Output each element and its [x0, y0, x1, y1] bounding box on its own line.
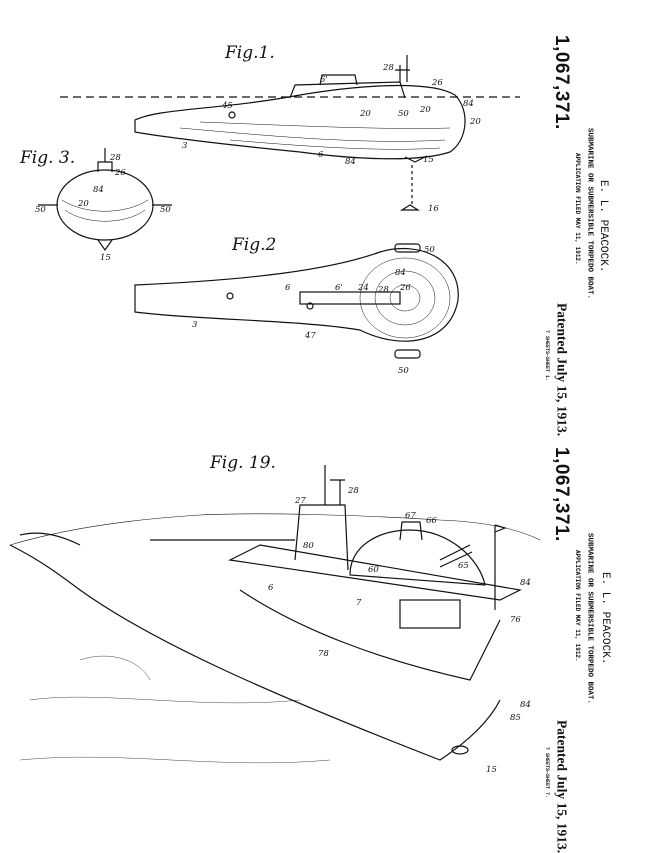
- fig1-drawing: [60, 55, 520, 211]
- ref-numeral: 6: [285, 283, 291, 293]
- ref-numeral: 6': [335, 283, 343, 293]
- ref-numeral: 28: [377, 285, 389, 295]
- ref-numeral: 65: [458, 561, 469, 571]
- fig1-label: Fig.1.: [224, 43, 275, 63]
- patent-drawings: Fig.1. Fig. 3. Fig.2 Fig. 19. 28 26 6' 4…: [9, 43, 541, 775]
- ref-numeral: 20: [469, 117, 481, 127]
- ref-numeral: 60: [368, 565, 379, 575]
- ref-numeral: 80: [303, 541, 314, 551]
- sheet-number: 7 SHEETS—SHEET 7.: [544, 747, 550, 799]
- ref-numeral: 28: [382, 63, 394, 73]
- application-date: APPLICATION FILED MAY 11, 1912.: [574, 550, 581, 662]
- fig19-drawing: [9, 465, 541, 764]
- ref-numeral: 50: [35, 205, 46, 215]
- patent-title: SUBMARINE OR SUBMERSIBLE TORPEDO BOAT.: [585, 128, 594, 300]
- ref-numeral: 6': [320, 75, 328, 85]
- ref-numeral: 6: [318, 150, 324, 160]
- ref-numeral: 28: [109, 153, 121, 163]
- fig19-label: Fig. 19.: [209, 453, 276, 473]
- ref-numeral: 84: [93, 185, 104, 195]
- ref-numeral: 16: [428, 204, 439, 214]
- fig2-label: Fig.2: [231, 235, 276, 255]
- ref-numeral: 26: [431, 78, 443, 88]
- ref-numeral: 26: [399, 283, 411, 293]
- fig3-reference-numerals: 28 26 84 20 50 50 15: [35, 153, 171, 263]
- ref-numeral: 50: [424, 245, 435, 255]
- ref-numeral: 78: [318, 649, 329, 659]
- ref-numeral: 67: [405, 511, 416, 521]
- ref-numeral: 50: [398, 366, 409, 376]
- fig1-reference-numerals: 28 26 6' 45 20 50 20 84 20 3 6 84 15 16: [182, 63, 481, 214]
- ref-numeral: 3: [192, 320, 197, 330]
- ref-numeral: 28: [347, 486, 359, 496]
- fig2-reference-numerals: 50 84 6 6' 24 28 26 3 47 50: [192, 245, 435, 376]
- ref-numeral: 50: [160, 205, 171, 215]
- application-date: APPLICATION FILED MAY 11, 1912.: [574, 153, 581, 265]
- sheet-number: 7 SHEETS—SHEET 1.: [544, 330, 550, 382]
- ref-numeral: 66: [426, 516, 437, 526]
- ref-numeral: 85: [510, 713, 521, 723]
- fig2-drawing: [134, 243, 459, 359]
- ref-numeral: 26: [114, 168, 126, 178]
- patented-date: Patented July 15, 1913.: [554, 720, 570, 853]
- ref-numeral: 3: [182, 141, 187, 151]
- ref-numeral: 15: [423, 155, 434, 165]
- ref-numeral: 76: [510, 615, 521, 625]
- ref-numeral: 47: [304, 331, 316, 341]
- ref-numeral: 84: [345, 157, 356, 167]
- inventor-name: E. L. PEACOCK.: [597, 180, 609, 273]
- ref-numeral: 20: [419, 105, 431, 115]
- ref-numeral: 84: [395, 268, 406, 278]
- ref-numeral: 15: [100, 253, 111, 263]
- ref-numeral: 84: [520, 700, 531, 710]
- ref-numeral: 15: [486, 765, 497, 775]
- ref-numeral: 84: [463, 99, 474, 109]
- ref-numeral: 20: [77, 199, 89, 209]
- patent-title: SUBMARINE OR SUBMERSIBLE TORPEDO BOAT.: [585, 533, 594, 705]
- fig19-reference-numerals: 28 27 67 66 80 60 65 6 7 76 84 78 84 85 …: [268, 486, 531, 775]
- fig3-label: Fig. 3.: [19, 148, 75, 168]
- patent-number: 1,067,371.: [551, 447, 572, 542]
- ref-numeral: 6: [268, 583, 274, 593]
- ref-numeral: 24: [357, 283, 369, 293]
- ref-numeral: 84: [520, 578, 531, 588]
- inventor-name: E. L. PEACOCK.: [599, 572, 611, 665]
- patented-date: Patented July 15, 1913.: [554, 303, 570, 437]
- fig3-drawing: [38, 148, 172, 252]
- ref-numeral: 7: [356, 598, 362, 608]
- ref-numeral: 50: [398, 109, 409, 119]
- ref-numeral: 20: [359, 109, 371, 119]
- ref-numeral: 27: [294, 496, 306, 506]
- patent-number: 1,067,371.: [551, 35, 572, 130]
- ref-numeral: 45: [221, 101, 233, 111]
